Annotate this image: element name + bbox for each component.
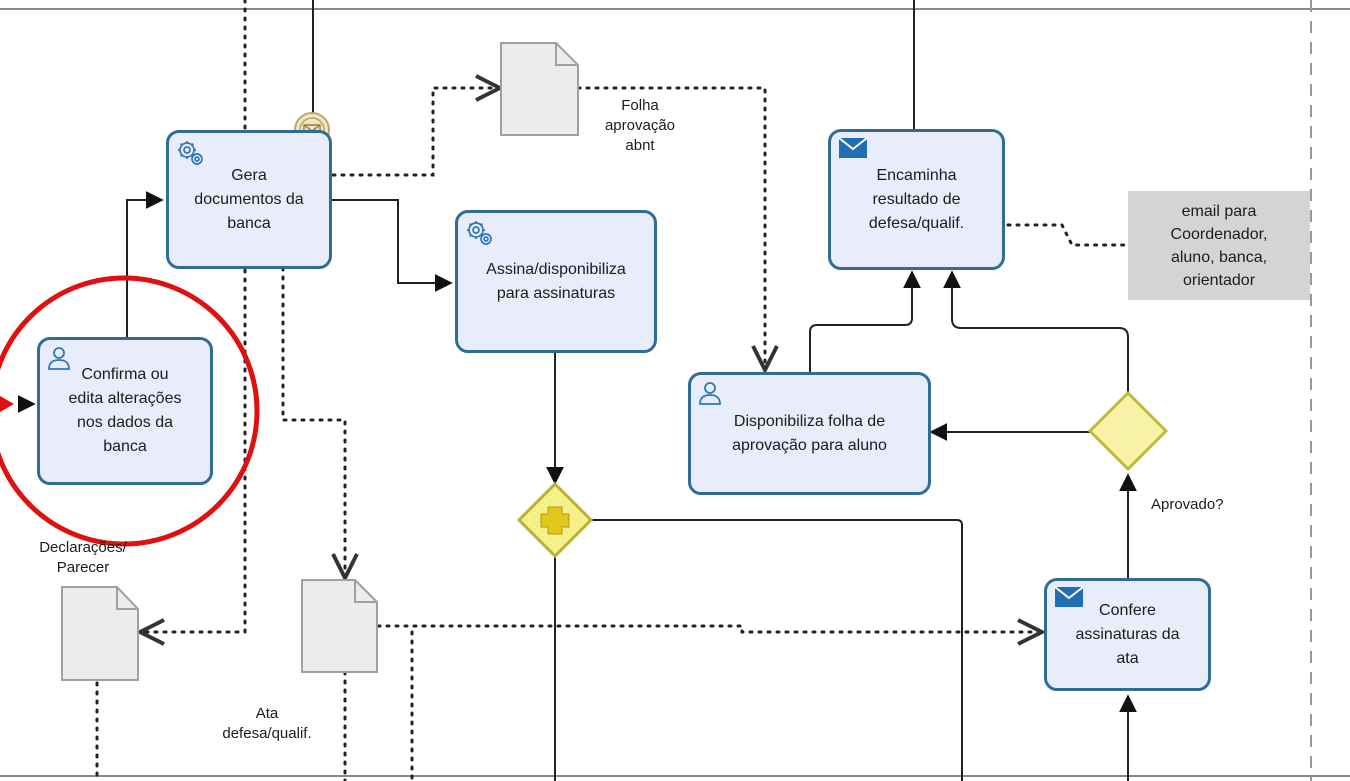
assoc-folha-to-disponibiliza xyxy=(576,86,765,370)
task-label: Encaminha resultado de defesa/qualif. xyxy=(868,166,965,232)
task-assina-disponibiliza[interactable]: Assina/disponibiliza para assinaturas xyxy=(455,210,657,353)
document-label-ata: Ata defesa/qualif. xyxy=(222,705,312,742)
task-confere-assinaturas[interactable]: Confere assinaturas da ata xyxy=(1044,578,1211,691)
text-annotation: email para Coordenador, aluno, banca, or… xyxy=(1128,191,1310,300)
document-ata xyxy=(301,579,378,673)
flow-parallel-right xyxy=(587,519,963,781)
flow-confirma-to-gera xyxy=(126,191,164,338)
document-folha-fold xyxy=(555,43,578,66)
task-label: Gera documentos da banca xyxy=(194,166,304,232)
task-encaminha-resultado[interactable]: Encaminha resultado de defesa/qualif. xyxy=(828,129,1005,270)
user-icon xyxy=(698,380,722,414)
flow-disponibiliza-to-encaminha xyxy=(809,270,921,373)
task-label: Confere assinaturas da ata xyxy=(1075,601,1180,667)
task-label: Assina/disponibiliza para assinaturas xyxy=(486,260,626,302)
flow-gateway-to-encaminha xyxy=(943,270,1129,394)
assoc-ata-to-confere xyxy=(376,626,1042,632)
gear-icon xyxy=(176,138,206,176)
document-declaracoes-fold xyxy=(116,587,138,610)
envelope-icon xyxy=(838,137,868,167)
document-declaracoes xyxy=(61,586,139,681)
assoc-encaminha-to-annotation xyxy=(1006,223,1130,247)
flow-gera-to-assina xyxy=(331,199,453,292)
task-label: Confirma ou edita alterações nos dados d… xyxy=(68,366,182,455)
document-label-declaracoes: Declarações/ Parecer xyxy=(39,539,127,576)
user-icon xyxy=(47,345,71,379)
document-label-folha: Folha aprovação abnt xyxy=(604,97,676,154)
highlight-arrow-tip xyxy=(0,396,14,412)
task-disponibiliza-folha[interactable]: Disponibiliza folha de aprovação para al… xyxy=(688,372,931,495)
task-label: Disponibiliza folha de aprovação para al… xyxy=(732,412,887,454)
document-ata-fold xyxy=(354,580,377,603)
document-folha-aprovacao xyxy=(500,42,579,136)
highlight-circle xyxy=(0,275,260,547)
assoc-gera-to-ata xyxy=(281,266,345,578)
gear-icon xyxy=(465,218,495,256)
exclusive-gateway[interactable] xyxy=(1087,390,1169,472)
plus-icon xyxy=(540,506,570,535)
gateway-label: Aprovado? xyxy=(1151,496,1224,513)
task-confirma-alteracoes[interactable]: Confirma ou edita alterações nos dados d… xyxy=(37,337,213,485)
task-gera-documentos[interactable]: Gera documentos da banca xyxy=(166,130,332,269)
envelope-icon xyxy=(1054,586,1084,616)
assoc-gera-to-folha xyxy=(331,88,500,177)
assoc-left-vertical xyxy=(140,0,247,632)
